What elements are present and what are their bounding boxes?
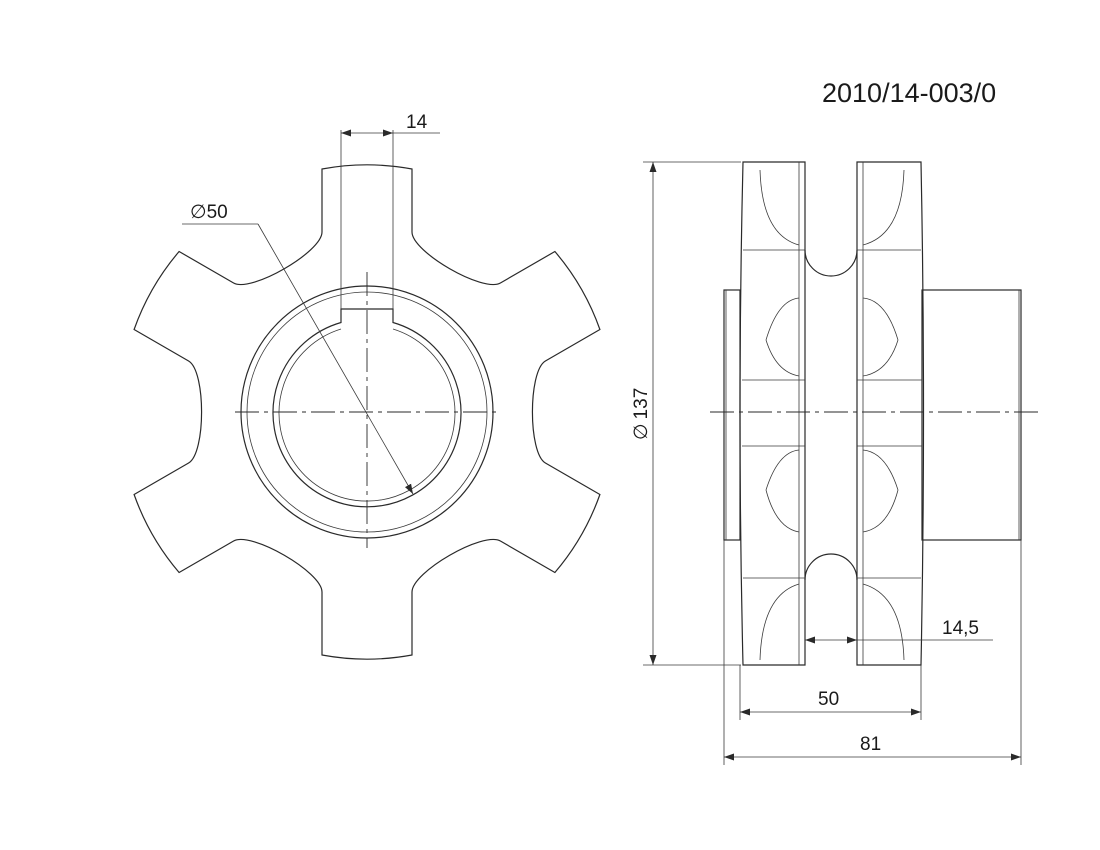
bore-with-keyway	[272, 308, 462, 508]
drawing-number: 2010/14-003/0	[822, 78, 996, 108]
groove-width-label: 14,5	[942, 618, 979, 639]
bore-diameter-label: ∅50	[190, 202, 228, 223]
overall-width-label: 81	[860, 734, 881, 755]
left-tooth-plate	[739, 161, 806, 666]
side-view: ∅137 14,5 50 81	[631, 161, 1038, 765]
right-tooth-plate	[856, 161, 925, 666]
groove-arc-bottom	[804, 553, 858, 581]
outer-diameter-label: ∅137	[631, 388, 652, 440]
tooth-segments	[742, 162, 922, 665]
key-width-label: 14	[406, 112, 428, 133]
front-view: 14 ∅50	[133, 112, 601, 660]
hub-body-left	[723, 289, 741, 541]
hub-width-label: 50	[818, 689, 839, 710]
groove-arc-top	[804, 249, 858, 277]
hub-body-right	[921, 289, 1022, 541]
sprocket-outline	[133, 164, 601, 660]
bore-diameter-dim-line	[257, 223, 414, 495]
